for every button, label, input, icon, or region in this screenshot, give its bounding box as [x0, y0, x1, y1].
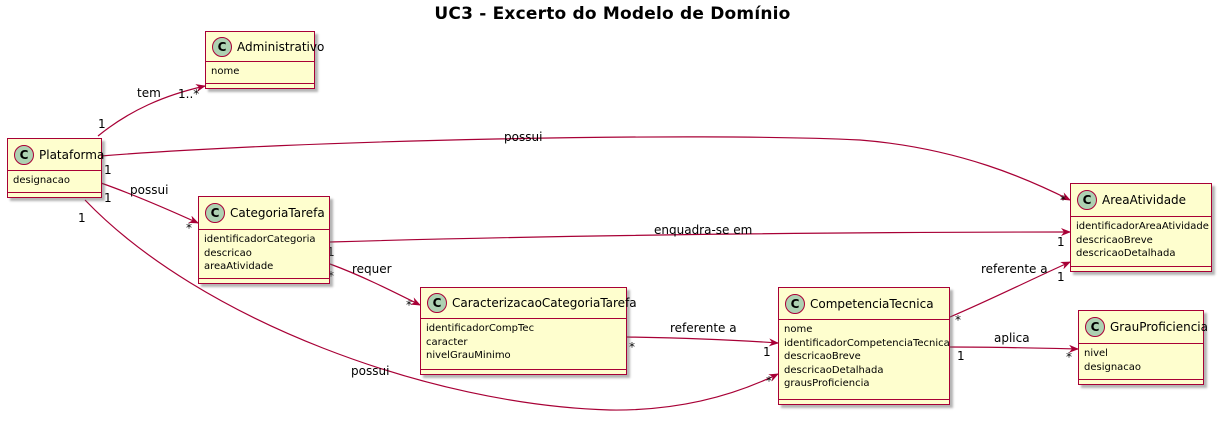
methods-divider	[421, 369, 626, 370]
label-enquadra: enquadra-se em	[654, 223, 752, 237]
attribute: identificadorAreaAtividade	[1076, 221, 1209, 232]
mult-tem-from: 1	[98, 117, 106, 131]
label-possui-comp: possui	[351, 364, 389, 378]
attribute: descricaoBreve	[1076, 234, 1153, 246]
label-requer: requer	[352, 262, 392, 276]
methods-divider	[206, 83, 314, 84]
mult-referente-comp-to: 1	[763, 345, 771, 359]
mult-tem-to: 1..*	[178, 87, 199, 101]
edge-possui-cat	[100, 182, 199, 224]
mult-aplica-from: 1	[957, 349, 965, 363]
mult-requer-from: *	[328, 269, 334, 283]
edge-possui-area	[100, 136, 1071, 201]
attribute: areaAtividade	[204, 261, 274, 272]
class-name: Administrativo	[237, 39, 325, 54]
mult-referente-area-from: *	[955, 313, 961, 327]
edge-possui-comp	[84, 199, 779, 411]
label-possui-area: possui	[504, 130, 542, 144]
label-aplica: aplica	[994, 331, 1030, 345]
class-icon: C	[1077, 190, 1097, 210]
mult-possui-area-from: 1	[104, 163, 112, 177]
attribute: nome	[784, 324, 813, 335]
mult-referente-area-to: 1	[1057, 270, 1065, 284]
class-name: CategoriaTarefa	[230, 206, 325, 220]
mult-possui-cat-to: *	[186, 221, 192, 235]
class-icon: C	[14, 144, 34, 165]
class-areaatividade[interactable]: C AreaAtividade identificadorAreaAtivida…	[1070, 183, 1212, 272]
mult-requer-to: *	[406, 298, 412, 312]
attribute: nivel	[1084, 348, 1108, 359]
attribute: grausProficiencia	[784, 378, 870, 389]
mult-possui-area-to: *	[1060, 193, 1066, 207]
label-referente-area: referente a	[981, 262, 1048, 276]
edge-enquadra	[329, 228, 1071, 243]
class-icon: C	[205, 203, 225, 223]
edge-tem	[97, 84, 206, 137]
class-header: C Plataforma	[8, 139, 105, 171]
methods-divider	[779, 399, 949, 400]
attribute: descricaoDetalhada	[1076, 248, 1176, 259]
class-caracterizacao[interactable]: C CaracterizacaoCategoriaTarefa identifi…	[420, 287, 637, 375]
mult-possui-comp-from: 1	[78, 211, 86, 225]
class-header: C Administrativo	[206, 32, 324, 62]
attribute: identificadorCompetenciaTecnica	[784, 337, 950, 349]
attribute-list: nivel designacao	[1079, 344, 1203, 374]
methods-divider	[8, 192, 101, 193]
class-plataforma[interactable]: C Plataforma designacao	[7, 138, 105, 198]
edge-aplica	[949, 344, 1079, 353]
mult-possui-cat-from: 1	[104, 191, 112, 205]
mult-enquadra-to: 1	[1057, 235, 1065, 249]
class-categoriatarefa[interactable]: C CategoriaTarefa identificadorCategoria…	[198, 196, 330, 284]
attribute-list: identificadorCompTec caracter nivelGrauM…	[421, 319, 626, 363]
attribute: descricaoDetalhada	[784, 364, 884, 376]
attribute: identificadorCompTec	[426, 323, 535, 334]
attribute: descricao	[204, 247, 252, 259]
attribute-list: identificadorCategoria descricao areaAti…	[199, 230, 329, 274]
attribute-list: nome identificadorCompetenciaTecnica des…	[779, 320, 950, 391]
methods-divider	[199, 278, 329, 279]
mult-enquadra-from: 1	[327, 245, 335, 259]
class-icon: C	[427, 293, 447, 313]
methods-divider	[1071, 266, 1211, 267]
attribute: nivelGrauMinimo	[426, 350, 511, 361]
mult-referente-comp-from: *	[629, 340, 635, 354]
class-icon: C	[212, 36, 232, 57]
class-competenciatecnica[interactable]: C CompetenciaTecnica nome identificadorC…	[778, 287, 950, 405]
class-icon: C	[1085, 317, 1105, 337]
attribute: identificadorCategoria	[204, 234, 316, 245]
label-possui-cat: possui	[130, 183, 168, 197]
class-name: CompetenciaTecnica	[810, 296, 934, 311]
edge-referente-area	[949, 261, 1071, 318]
class-name: GrauProficiencia	[1110, 320, 1208, 334]
class-icon: C	[785, 293, 805, 314]
class-name: CaracterizacaoCategoriaTarefa	[452, 296, 637, 310]
attribute: designacao	[1084, 361, 1142, 373]
class-header: C CategoriaTarefa	[199, 197, 329, 230]
edge-referente-comp	[626, 336, 779, 347]
edge-requer	[329, 263, 421, 306]
class-administrativo[interactable]: C Administrativo nome	[205, 31, 324, 89]
class-header: C AreaAtividade	[1071, 184, 1211, 217]
label-referente-comp: referente a	[670, 321, 737, 335]
class-header: C CaracterizacaoCategoriaTarefa	[421, 288, 637, 319]
class-header: C CompetenciaTecnica	[779, 288, 949, 320]
attribute: nome	[211, 66, 240, 77]
class-name: AreaAtividade	[1102, 193, 1187, 207]
attribute-list: nome	[206, 62, 314, 79]
class-header: C GrauProficiencia	[1079, 311, 1208, 344]
label-tem: tem	[137, 86, 161, 100]
class-grauproficiencia[interactable]: C GrauProficiencia nivel designacao	[1078, 310, 1208, 385]
class-name: Plataforma	[39, 147, 105, 162]
attribute-list: identificadorAreaAtividade descricaoBrev…	[1071, 217, 1211, 261]
mult-aplica-to: *	[1066, 350, 1072, 364]
methods-divider	[1079, 379, 1203, 380]
attribute: descricaoBreve	[784, 351, 861, 362]
diagram-title: UC3 - Excerto do Modelo de Domínio	[434, 4, 791, 24]
attribute-list: designacao	[8, 171, 101, 188]
mult-possui-comp-to: *	[766, 374, 772, 388]
attribute: caracter	[426, 336, 468, 348]
attribute: designacao	[13, 175, 71, 186]
